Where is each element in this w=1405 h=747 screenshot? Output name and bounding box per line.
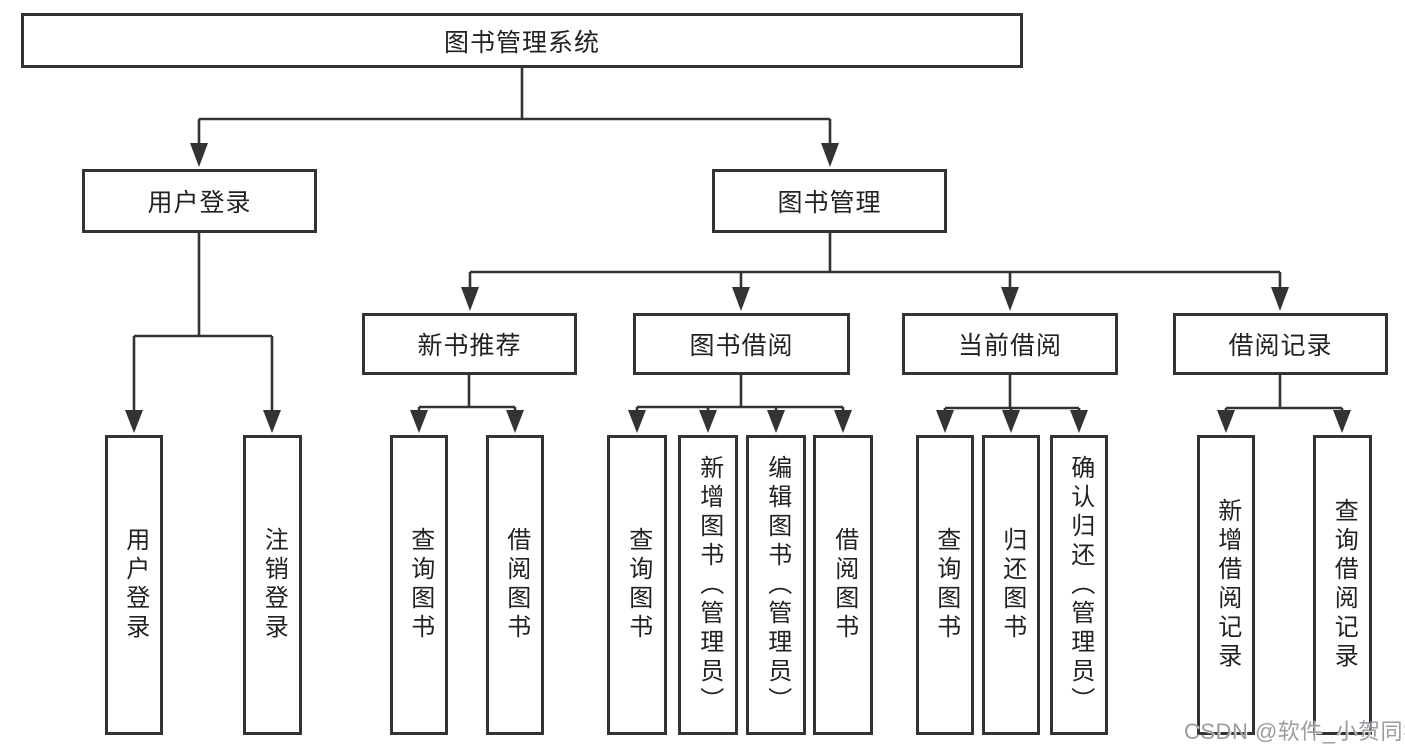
leaf-newbook-borrow-book: 借阅图书 bbox=[486, 435, 544, 735]
node-label: 图书管理系统 bbox=[443, 29, 600, 57]
leaf-label: 新增借阅记录 bbox=[1213, 498, 1240, 672]
leaf-borrow-add-book-admin: 新增图书（管理员） bbox=[678, 435, 738, 735]
leaf-label: 查询图书 bbox=[406, 527, 433, 643]
leaf-label: 借阅图书 bbox=[502, 527, 529, 643]
arrowhead-icons bbox=[125, 143, 1351, 433]
leaf-current-confirm-return-admin: 确认归还（管理员） bbox=[1050, 435, 1108, 735]
leaf-current-query-book: 查询图书 bbox=[916, 435, 974, 735]
node-label: 图书管理 bbox=[777, 190, 882, 217]
leaf-newbook-query-book: 查询图书 bbox=[390, 435, 448, 735]
node-new-book-recommend: 新书推荐 bbox=[362, 313, 577, 375]
leaf-logout: 注销登录 bbox=[243, 435, 302, 735]
leaf-label: 确认归还（管理员） bbox=[1066, 454, 1093, 716]
leaf-label: 查询图书 bbox=[624, 527, 651, 643]
node-label: 新书推荐 bbox=[417, 333, 522, 360]
leaf-current-return-book: 归还图书 bbox=[982, 435, 1040, 735]
node-borrow-record: 借阅记录 bbox=[1173, 313, 1388, 375]
leaf-label: 用户登录 bbox=[121, 527, 148, 643]
watermark-text: CSDN @软件_小贺同学 bbox=[1184, 719, 1405, 744]
leaf-borrow-query-book: 查询图书 bbox=[607, 435, 667, 735]
node-current-borrow: 当前借阅 bbox=[902, 313, 1118, 375]
leaf-label: 编辑图书（管理员） bbox=[763, 454, 790, 716]
leaf-label: 归还图书 bbox=[998, 527, 1025, 643]
node-user-login: 用户登录 bbox=[82, 169, 317, 233]
leaf-borrow-edit-book-admin: 编辑图书（管理员） bbox=[746, 435, 806, 735]
leaf-label: 注销登录 bbox=[260, 527, 287, 643]
leaf-record-add-borrow-record: 新增借阅记录 bbox=[1197, 435, 1255, 735]
node-label: 当前借阅 bbox=[957, 333, 1062, 360]
leaf-user-login: 用户登录 bbox=[105, 435, 163, 735]
leaf-label: 查询图书 bbox=[932, 527, 959, 643]
leaf-label: 查询借阅记录 bbox=[1330, 498, 1357, 672]
node-label: 借阅记录 bbox=[1228, 333, 1333, 360]
leaf-label: 借阅图书 bbox=[830, 527, 857, 643]
node-label: 图书借阅 bbox=[689, 333, 794, 360]
node-root-library-system: 图书管理系统 bbox=[21, 13, 1023, 68]
leaf-label: 新增图书（管理员） bbox=[695, 454, 722, 716]
node-book-management: 图书管理 bbox=[712, 169, 947, 233]
node-label: 用户登录 bbox=[147, 190, 252, 217]
leaf-borrow-borrow-book: 借阅图书 bbox=[813, 435, 873, 735]
leaf-record-query-borrow-record: 查询借阅记录 bbox=[1313, 435, 1372, 735]
node-book-borrow: 图书借阅 bbox=[633, 313, 850, 375]
